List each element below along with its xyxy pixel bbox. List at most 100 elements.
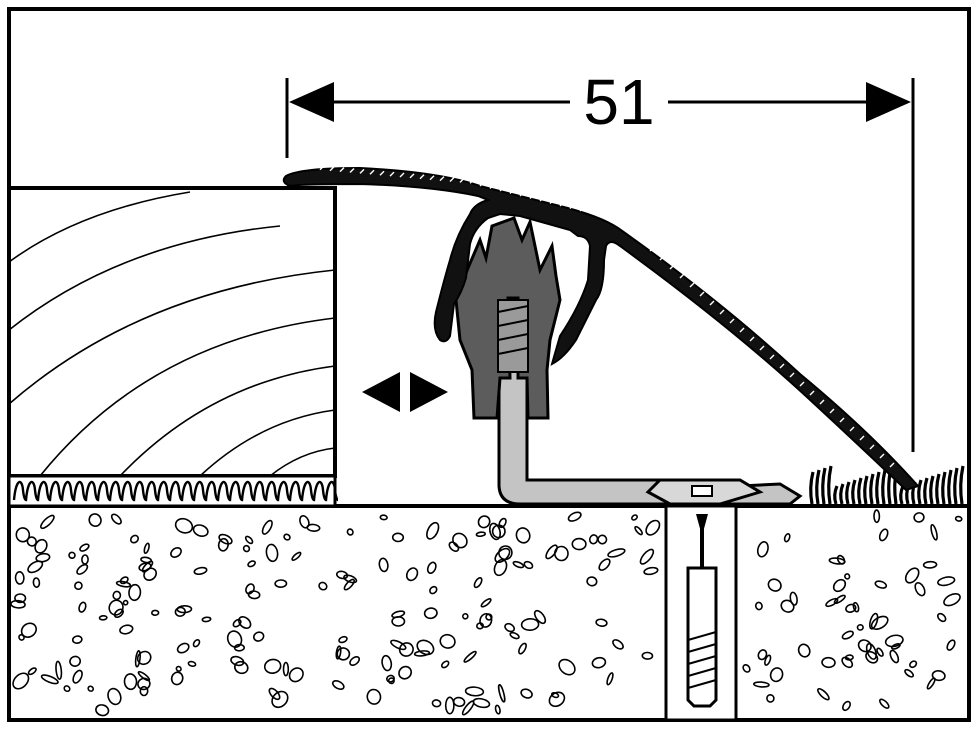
pebble (379, 514, 388, 521)
profile-ridge (339, 167, 345, 173)
pebble (926, 677, 936, 690)
pebble (346, 528, 354, 536)
underlay (7, 474, 339, 508)
carpet-fiber (827, 465, 833, 505)
pebble (390, 639, 407, 651)
pebble (247, 560, 256, 568)
profile-ridge (529, 194, 535, 199)
pebble (937, 576, 956, 587)
pebble (123, 673, 138, 691)
pebble (271, 690, 289, 709)
pebble (597, 534, 608, 545)
pebble (444, 696, 455, 715)
pebble (72, 669, 83, 684)
pebble (336, 647, 351, 661)
pebble (245, 583, 255, 595)
pebble (943, 593, 961, 607)
profile-ridge (369, 169, 375, 175)
profile-ridge (379, 170, 385, 176)
pebble (766, 694, 775, 703)
pebble (405, 567, 419, 582)
carpet-fiber (845, 481, 851, 505)
pebble (14, 571, 25, 585)
carpet-pile (809, 465, 965, 505)
arrow-left-icon (362, 372, 400, 412)
pebble (889, 649, 900, 664)
carpet-fiber (809, 471, 815, 505)
pebble (485, 613, 493, 621)
pebble (174, 517, 194, 534)
pebble (817, 687, 830, 701)
pebble (76, 563, 89, 575)
pebble (98, 614, 108, 621)
pebble (151, 609, 160, 617)
profile-ridge (769, 354, 775, 360)
pebble (416, 639, 435, 656)
pebble (841, 656, 854, 669)
pebble (922, 560, 938, 569)
pebble (170, 671, 184, 686)
pebble (472, 697, 491, 709)
pebble (913, 512, 925, 523)
transition-profile (282, 163, 920, 492)
adjustment-arrows (362, 372, 448, 412)
profile-ridge (809, 390, 815, 396)
pebble (134, 650, 142, 668)
pebble (480, 598, 492, 608)
carpet-fiber (839, 483, 845, 505)
pebble (909, 660, 918, 669)
profile-ridge (409, 173, 415, 179)
profile-ridge (819, 399, 825, 405)
pebble (571, 537, 587, 551)
pebble (452, 696, 466, 708)
profile-ridge (879, 453, 885, 459)
pebble (448, 541, 460, 553)
pebble (464, 686, 485, 697)
profile-ridge (449, 177, 455, 182)
pebble (40, 514, 55, 530)
arrow-right-icon (410, 372, 448, 412)
pebble (833, 594, 846, 605)
dimension-arrow-left-icon (289, 82, 334, 122)
pebble (641, 651, 654, 660)
profile-ridge (349, 168, 355, 173)
pebble (586, 576, 598, 587)
pebble (643, 566, 659, 576)
pebble (129, 534, 140, 544)
pebble (263, 658, 282, 674)
pebble (238, 616, 252, 629)
pebble (88, 513, 102, 528)
pebble (754, 601, 763, 611)
pebble (756, 541, 769, 558)
pebble (274, 579, 288, 589)
pebble (873, 509, 881, 524)
pebble (612, 639, 624, 650)
profile-ridge (389, 171, 395, 177)
pebble (128, 583, 142, 602)
profile-ridge (669, 264, 675, 270)
dimension-annotation: 51 (285, 66, 915, 452)
profile-ridge (579, 206, 585, 212)
pebble (488, 522, 502, 541)
carpet-fiber (851, 479, 857, 505)
carpet-fiber (959, 465, 965, 505)
pebble (567, 511, 582, 522)
pebble (242, 544, 251, 553)
clip-insert (454, 216, 562, 420)
pebble (509, 631, 520, 640)
profile-ridge (609, 214, 615, 219)
pebble (645, 519, 661, 536)
profile-ridge (779, 363, 785, 369)
profile-ridge (749, 336, 755, 342)
pebble (343, 574, 358, 584)
pebble (515, 527, 531, 544)
profile-ridge (399, 172, 405, 178)
profile-ridge (649, 246, 655, 252)
pebble (874, 580, 888, 589)
pebble (491, 524, 506, 539)
carpet-fiber (935, 473, 941, 505)
pebble (338, 635, 348, 644)
pebble (914, 581, 926, 597)
pebble (27, 667, 37, 676)
pebble (904, 567, 920, 584)
